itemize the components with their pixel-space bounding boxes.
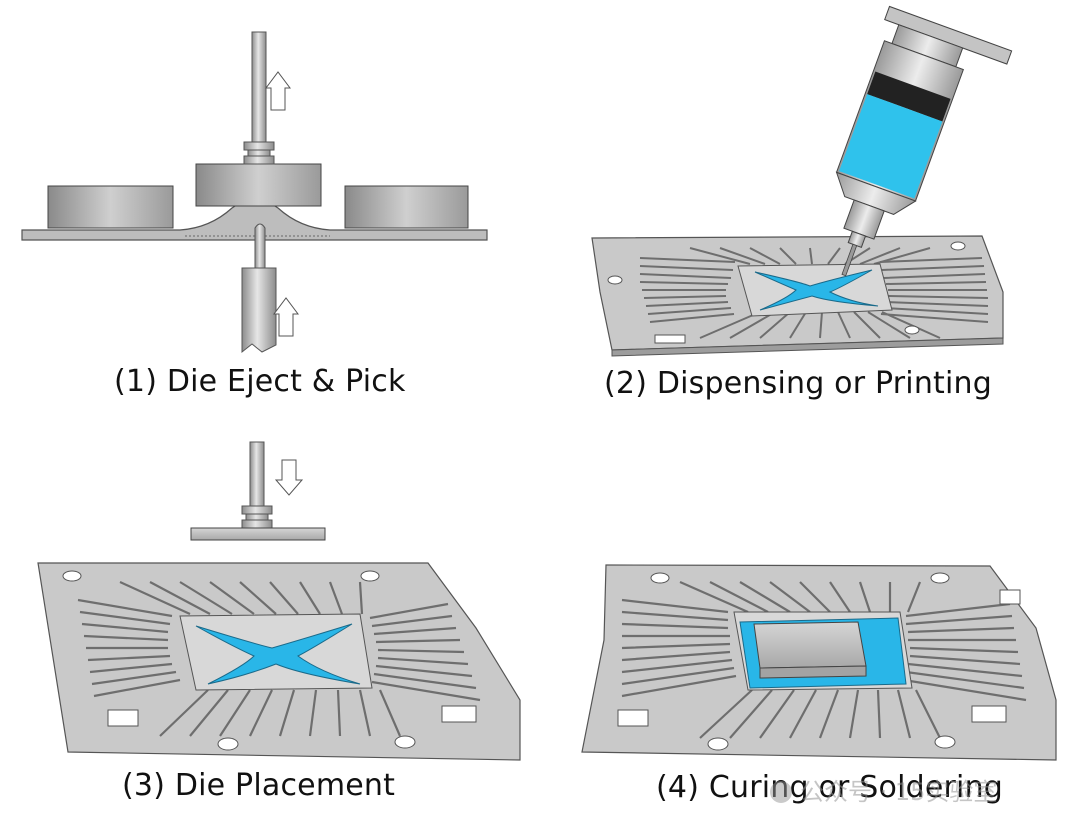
die-carried xyxy=(190,527,326,541)
step-1-label: (1) Die Eject & Pick xyxy=(114,364,406,399)
syringe-icon xyxy=(835,5,1013,277)
wechat-icon xyxy=(770,781,792,803)
ejector-needle xyxy=(254,223,266,269)
ejector-rod xyxy=(241,267,277,354)
panel-die-placement xyxy=(37,441,521,761)
adhesive-dispensed xyxy=(195,623,361,685)
die-left xyxy=(47,185,174,229)
arrow-up-icon xyxy=(265,71,291,111)
adhesive-dispensed xyxy=(754,269,879,311)
panel-dispensing xyxy=(591,5,1013,357)
die-picked xyxy=(195,163,322,207)
collet-rod xyxy=(249,441,265,509)
collet-rod xyxy=(251,31,267,145)
step-3-label: (3) Die Placement xyxy=(122,768,396,803)
arrow-up-icon xyxy=(273,297,299,337)
step-4-label: (4) Curing or Soldering xyxy=(656,770,1004,805)
watermark: 公众号 · 15实验室 xyxy=(770,772,997,807)
panel-curing xyxy=(581,564,1057,761)
arrow-down-icon xyxy=(274,459,304,496)
die-right xyxy=(344,185,469,229)
watermark-text: 公众号 · 15实验室 xyxy=(800,778,998,806)
step-2-label: (2) Dispensing or Printing xyxy=(604,366,992,401)
panel-die-eject xyxy=(21,31,488,354)
die-bonded xyxy=(753,621,867,669)
